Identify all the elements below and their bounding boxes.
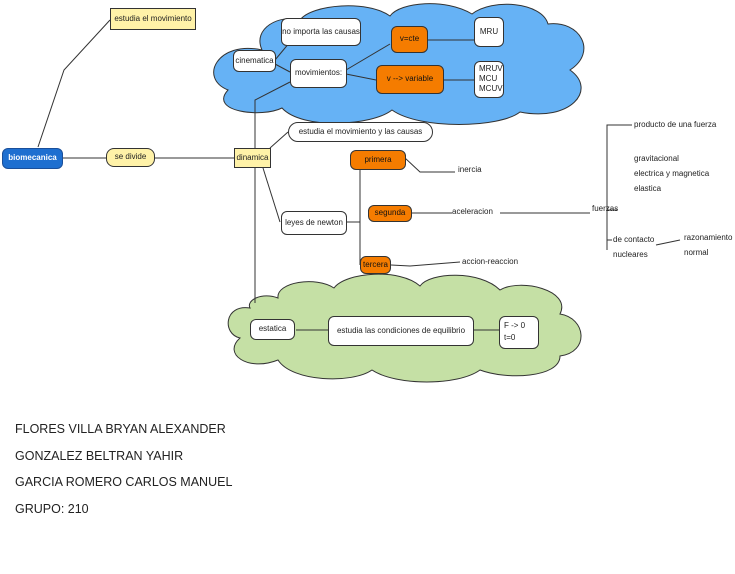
label-t-cero: t=0	[504, 333, 516, 343]
node-condiciones-equilibrio[interactable]: estudia las condiciones de equilibrio	[328, 316, 474, 346]
node-estudia-movimiento[interactable]: estudia el movimiento	[110, 8, 196, 30]
node-mru[interactable]: MRU	[474, 17, 504, 47]
node-cinematica[interactable]: cinematica	[233, 50, 276, 72]
author-line: FLORES VILLA BRYAN ALEXANDER	[15, 422, 226, 436]
label-producto-fuerza: producto de una fuerza	[634, 120, 717, 129]
label-accion-reaccion: accion-reaccion	[462, 257, 519, 266]
node-no-importa-causas[interactable]: no importa las causas	[281, 18, 361, 46]
node-v-variable[interactable]: v --> variable	[376, 65, 444, 94]
node-segunda[interactable]: segunda	[368, 205, 412, 222]
author-line: GARCIA ROMERO CARLOS MANUEL	[15, 475, 233, 489]
authors-block: FLORES VILLA BRYAN ALEXANDER GONZALEZ BE…	[15, 420, 232, 526]
label-normal: normal	[684, 248, 709, 257]
node-primera[interactable]: primera	[350, 150, 406, 170]
label-aceleracion: aceleracion	[452, 207, 493, 216]
label-electrica-magnetica: electrica y magnetica	[634, 169, 710, 178]
node-se-divide[interactable]: se divide	[106, 148, 155, 167]
node-movimientos[interactable]: movimientos:	[290, 59, 347, 88]
node-f-t-cero[interactable]: F -> 0 t=0	[499, 316, 539, 349]
node-mruv-mcu-mcuv[interactable]: MRUV MCU MCUV	[474, 61, 504, 98]
label-mruv: MRUV	[479, 64, 503, 74]
label-elastica: elastica	[634, 184, 662, 193]
label-inercia: inercia	[458, 165, 482, 174]
node-leyes-newton[interactable]: leyes de newton	[281, 211, 347, 235]
label-fuerzas: fuerzas	[592, 204, 619, 213]
root-node-biomecanica[interactable]: biomecanica	[2, 148, 63, 169]
label-mcu: MCU	[479, 74, 498, 84]
label-gravitacional: gravitacional	[634, 154, 679, 163]
label-de-contacto: de contacto	[613, 235, 655, 244]
node-dinamica[interactable]: dinamica	[234, 148, 271, 168]
label-f-cero: F -> 0	[504, 320, 526, 330]
node-estatica[interactable]: estatica	[250, 319, 295, 340]
label-mcuv: MCUV	[479, 83, 503, 93]
label-razonamiento: razonamiento	[684, 233, 733, 242]
node-tercera[interactable]: tercera	[360, 256, 391, 274]
node-v-cte[interactable]: v=cte	[391, 26, 428, 53]
node-estudia-movimiento-causas[interactable]: estudia el movimiento y las causas	[288, 122, 433, 142]
group-line: GRUPO: 210	[15, 501, 89, 516]
label-nucleares: nucleares	[613, 250, 648, 259]
author-line: GONZALEZ BELTRAN YAHIR	[15, 448, 184, 463]
